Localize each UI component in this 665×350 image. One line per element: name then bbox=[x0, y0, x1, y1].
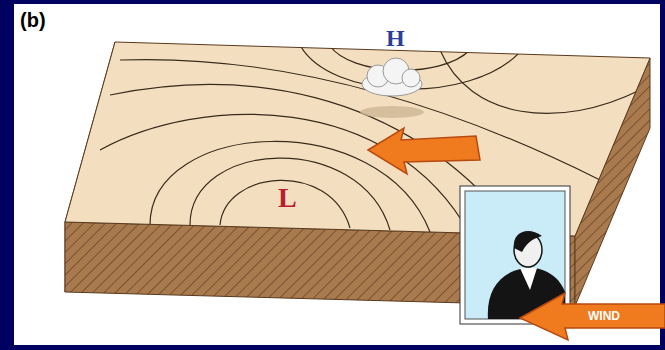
wind-arrow bbox=[520, 293, 665, 340]
pressure-label: L bbox=[278, 184, 297, 212]
cloud-shadow bbox=[360, 106, 424, 118]
arrow-label: WIND bbox=[588, 310, 620, 322]
wind-arrow bbox=[368, 128, 480, 174]
pressure-label: H bbox=[386, 26, 405, 50]
panel-label: (b) bbox=[20, 10, 46, 30]
window-pane bbox=[465, 191, 565, 319]
cloud bbox=[362, 58, 422, 96]
